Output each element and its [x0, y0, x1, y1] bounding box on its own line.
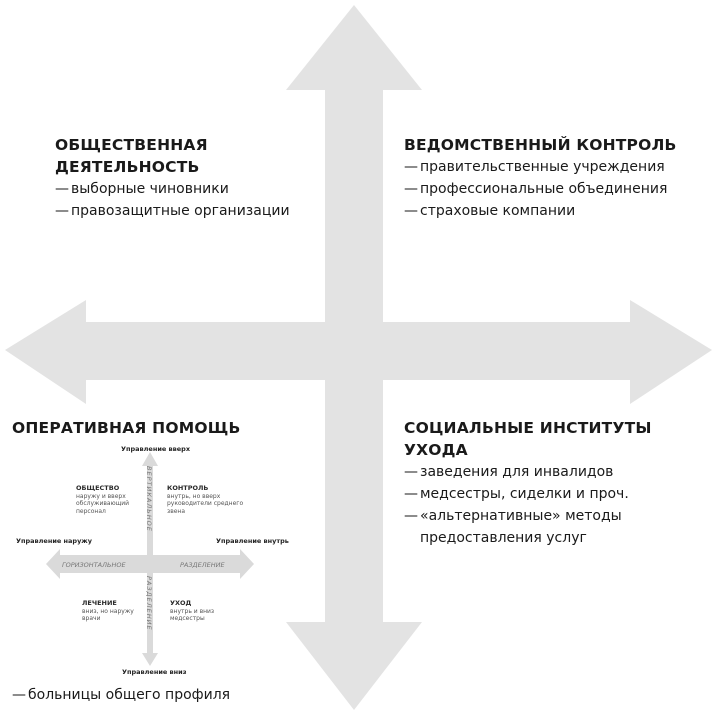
- list-item-text: профессиональные объединения: [420, 181, 668, 197]
- list-item: —профессиональные объединения: [404, 178, 704, 200]
- small-quadrant-society: ОБЩЕСТВО наружу и вверх обслуживающий пе…: [76, 484, 138, 515]
- quadrant-title: ОПЕРАТИВНАЯ ПОМОЩЬ: [12, 419, 241, 437]
- quadrant-departmental-control: ВЕДОМСТВЕННЫЙ КОНТРОЛЬ —правительственны…: [404, 134, 704, 222]
- small-quadrant-note: внутрь и вниз медсестры: [170, 607, 215, 623]
- list-item: —выборные чиновники: [55, 178, 315, 200]
- dash: —: [404, 508, 418, 524]
- small-horizontal-axis-left: ГОРИЗОНТАЛЬНОЕ: [62, 561, 126, 569]
- dash: —: [55, 181, 69, 197]
- dash: —: [404, 464, 418, 480]
- list-item-text: «альтернативные» методы предоставления у…: [420, 508, 622, 546]
- small-quadrant-note: вниз, но наружу врачи: [82, 607, 134, 623]
- small-quadrant-title: УХОД: [170, 599, 192, 607]
- list-item: —больницы общего профиля: [12, 684, 312, 706]
- list-item-text: выборные чиновники: [71, 181, 229, 197]
- small-quadrant-title: ЛЕЧЕНИЕ: [82, 599, 117, 607]
- dash: —: [12, 687, 26, 703]
- small-quadrant-title: ОБЩЕСТВО: [76, 484, 120, 492]
- list-item: —страховые компании: [404, 200, 704, 222]
- quadrant-item-list: —выборные чиновники —правозащитные орган…: [55, 178, 315, 222]
- quadrant-title-line1: ОБЩЕСТВЕННАЯ: [55, 136, 208, 154]
- small-up-label: Управление вверх: [121, 445, 191, 453]
- dash: —: [404, 486, 418, 502]
- quadrant-public-activity: ОБЩЕСТВЕННАЯ ДЕЯТЕЛЬНОСТЬ —выборные чино…: [55, 134, 315, 222]
- list-item-text: страховые компании: [420, 203, 576, 219]
- dash: —: [404, 159, 418, 175]
- small-quadrant-title: КОНТРОЛЬ: [167, 484, 209, 492]
- small-quadrant-note: наружу и вверх обслуживающий персонал: [76, 492, 130, 515]
- small-quadrant-care: УХОД внутрь и вниз медсестры: [170, 599, 220, 623]
- list-item: —правительственные учреждения: [404, 156, 704, 178]
- small-cross-arrow-shape: [46, 452, 254, 666]
- list-item-text: заведения для инвалидов: [420, 464, 614, 480]
- dash: —: [404, 203, 418, 219]
- small-horizontal-axis-right: РАЗДЕЛЕНИЕ: [180, 561, 225, 569]
- list-item: —медсестры, сиделки и проч.: [404, 483, 712, 505]
- list-item: —«альтернативные» методы предоставления …: [404, 505, 650, 549]
- small-quadrant-control: КОНТРОЛЬ внутрь, но вверх руководители с…: [167, 484, 262, 515]
- list-item: —правозащитные организации: [55, 200, 315, 222]
- big-cross-arrow-shape: [5, 5, 712, 710]
- small-quadrant-treatment: ЛЕЧЕНИЕ вниз, но наружу врачи: [82, 599, 140, 623]
- quadrant-title: СОЦИАЛЬНЫЕ ИНСТИТУТЫ УХОДА: [404, 419, 652, 459]
- small-quadrant-note: внутрь, но вверх руководители среднего з…: [167, 492, 244, 515]
- small-down-label: Управление вниз: [122, 668, 187, 676]
- quadrant-operative-help-items: —больницы общего профиля: [12, 684, 312, 706]
- small-vertical-axis-bottom: РАЗДЕЛЕНИЕ: [145, 576, 153, 631]
- list-item: —заведения для инвалидов: [404, 461, 712, 483]
- quadrant-item-list: —заведения для инвалидов —медсестры, сид…: [404, 461, 712, 549]
- quadrant-item-list: —больницы общего профиля: [12, 684, 312, 706]
- quadrant-title-line2: ДЕЯТЕЛЬНОСТЬ: [55, 158, 200, 176]
- dash: —: [55, 203, 69, 219]
- quadrant-item-list: —правительственные учреждения —профессио…: [404, 156, 704, 222]
- dash: —: [404, 181, 418, 197]
- list-item-text: правительственные учреждения: [420, 159, 665, 175]
- small-vertical-axis-top: ВЕРТИКАЛЬНОЕ: [145, 466, 153, 532]
- list-item-text: больницы общего профиля: [28, 687, 231, 703]
- small-right-label: Управление внутрь: [216, 537, 289, 545]
- small-left-label: Управление наружу: [16, 537, 93, 545]
- quadrant-social-care: СОЦИАЛЬНЫЕ ИНСТИТУТЫ УХОДА —заведения дл…: [404, 417, 712, 549]
- quadrant-operative-help: ОПЕРАТИВНАЯ ПОМОЩЬ: [12, 417, 292, 439]
- list-item-text: медсестры, сиделки и проч.: [420, 486, 629, 502]
- quadrant-title: ВЕДОМСТВЕННЫЙ КОНТРОЛЬ: [404, 136, 677, 154]
- list-item-text: правозащитные организации: [71, 203, 290, 219]
